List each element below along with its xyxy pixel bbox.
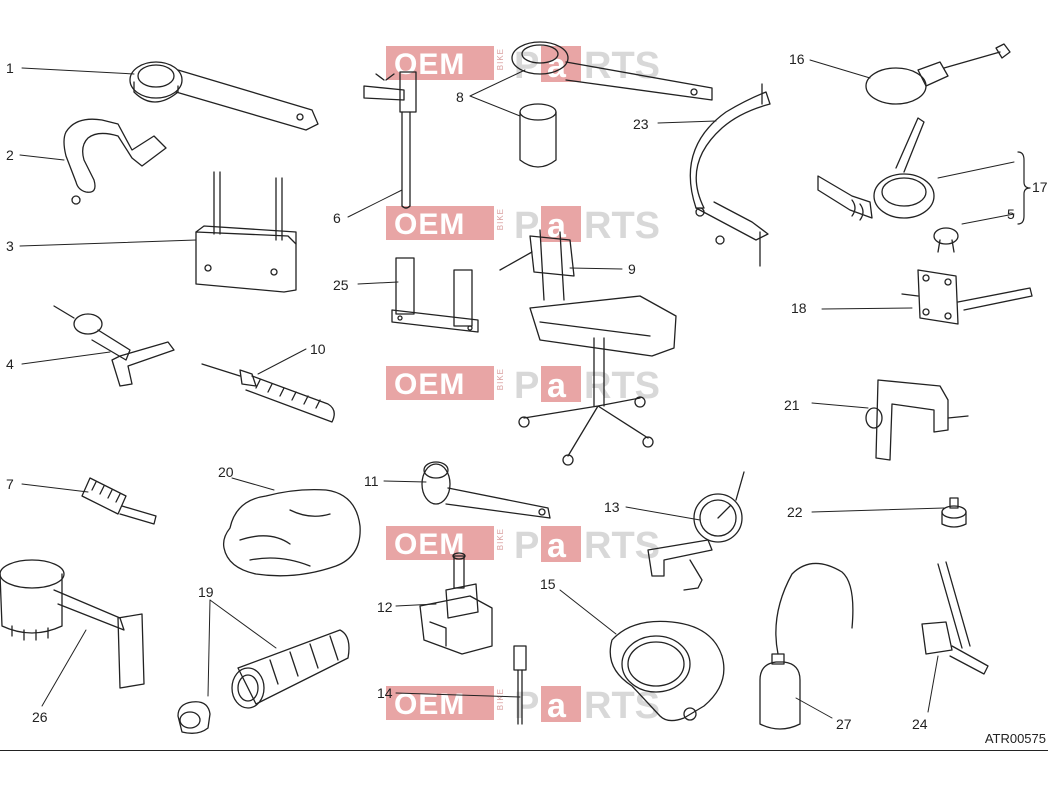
tool-1-ring-wrench: [129, 61, 319, 131]
callout-25: 25: [333, 277, 349, 293]
watermark-oem-text: OEM: [394, 368, 466, 401]
callout-16: 16: [789, 51, 805, 67]
tool-19-knurled-socket: [177, 629, 350, 734]
callout-2: 2: [6, 147, 14, 163]
callout-17: 17: [1032, 179, 1048, 195]
tool-6-valve-stand: [363, 71, 417, 209]
callout-9: 9: [628, 261, 636, 277]
tool-16-strap-wrench: [865, 43, 1011, 105]
tool-12-extractor: [419, 552, 493, 655]
tool-21-bracket: [865, 379, 969, 461]
callout-22: 22: [787, 504, 803, 520]
callout-6: 6: [333, 210, 341, 226]
callout-8: 8: [456, 89, 464, 105]
callout-27: 27: [836, 716, 852, 732]
tool-17-gauge-assembly: [817, 117, 959, 253]
watermark-oem-box: [386, 526, 494, 560]
svg-text:RTS: RTS: [584, 365, 660, 407]
watermark-oem-box: [386, 206, 494, 240]
svg-text:P: P: [514, 365, 539, 407]
tool-15-ring-spanner: [609, 620, 725, 722]
svg-text:P: P: [514, 45, 539, 87]
svg-text:P: P: [514, 525, 539, 567]
callout-1: 1: [6, 60, 14, 76]
svg-text:a: a: [547, 527, 567, 565]
brace-17: [1017, 151, 1031, 225]
watermark: OEM BIKE: [386, 204, 666, 244]
svg-text:a: a: [547, 687, 567, 725]
svg-text:RTS: RTS: [584, 525, 660, 567]
tool-27-bottle: [759, 562, 854, 730]
tool-22-bushing: [941, 497, 967, 528]
watermark-parts-a: a a a a a: [541, 46, 581, 725]
callout-26: 26: [32, 709, 48, 725]
svg-text:a: a: [547, 47, 567, 85]
tool-10-handle-tool: [201, 363, 335, 423]
tool-8-spanner: [511, 41, 713, 168]
watermark: OEM BIKE: [386, 364, 666, 404]
tool-2-hook-tool: [63, 118, 167, 205]
callout-11: 11: [364, 473, 379, 489]
tool-13-dial-gauge: [647, 471, 745, 591]
svg-text:a: a: [547, 207, 567, 245]
callout-5: 5: [1007, 206, 1015, 222]
svg-text:RTS: RTS: [584, 685, 660, 727]
svg-text:RTS: RTS: [584, 205, 660, 247]
callout-15: 15: [540, 576, 556, 592]
callout-7: 7: [6, 476, 14, 492]
watermark-oem-box: [386, 366, 494, 400]
tool-7-knurled-pin: [81, 477, 157, 525]
callout-14: 14: [377, 685, 393, 701]
svg-text:RTS: RTS: [584, 45, 660, 87]
tool-23-arc-bracket: [689, 83, 771, 267]
tool-14-pin: [513, 645, 527, 725]
callout-10: 10: [310, 341, 326, 357]
callout-18: 18: [791, 300, 807, 316]
tool-9-work-stand: [499, 229, 677, 466]
tool-18-flange-tool: [901, 269, 1033, 325]
callout-3: 3: [6, 238, 14, 254]
watermark: OEM BIKE: [386, 524, 666, 564]
svg-text:P: P: [514, 205, 539, 247]
watermark-oem-box: [386, 46, 494, 80]
callout-13: 13: [604, 499, 620, 515]
tool-11-pin-wrench: [421, 461, 551, 519]
callout-20: 20: [218, 464, 234, 480]
leader-lines: [19, 59, 1015, 719]
tool-24-lever: [921, 561, 989, 675]
callout-19: 19: [198, 584, 214, 600]
bottom-rule: [0, 750, 1048, 751]
watermark-oem-box: [386, 686, 494, 720]
watermark-oem-text: OEM: [394, 208, 466, 241]
callout-4: 4: [6, 356, 14, 372]
watermark: OEM BIKE: [386, 44, 666, 84]
callout-12: 12: [377, 599, 393, 615]
callout-23: 23: [633, 116, 649, 132]
tool-26-pump-handle: [0, 559, 145, 689]
tool-3-stud-bracket: [195, 171, 297, 293]
drawing-reference: ATR00575: [984, 731, 1046, 746]
tool-20-cover: [222, 488, 361, 577]
watermark-oem-text: OEM: [394, 48, 466, 81]
watermark: OEM BIKE: [386, 684, 666, 724]
callout-21: 21: [784, 397, 800, 413]
svg-text:a: a: [547, 367, 567, 405]
tool-4-t-handle-puller: [53, 305, 175, 387]
tool-25-frame: [391, 257, 479, 333]
callout-24: 24: [912, 716, 928, 732]
